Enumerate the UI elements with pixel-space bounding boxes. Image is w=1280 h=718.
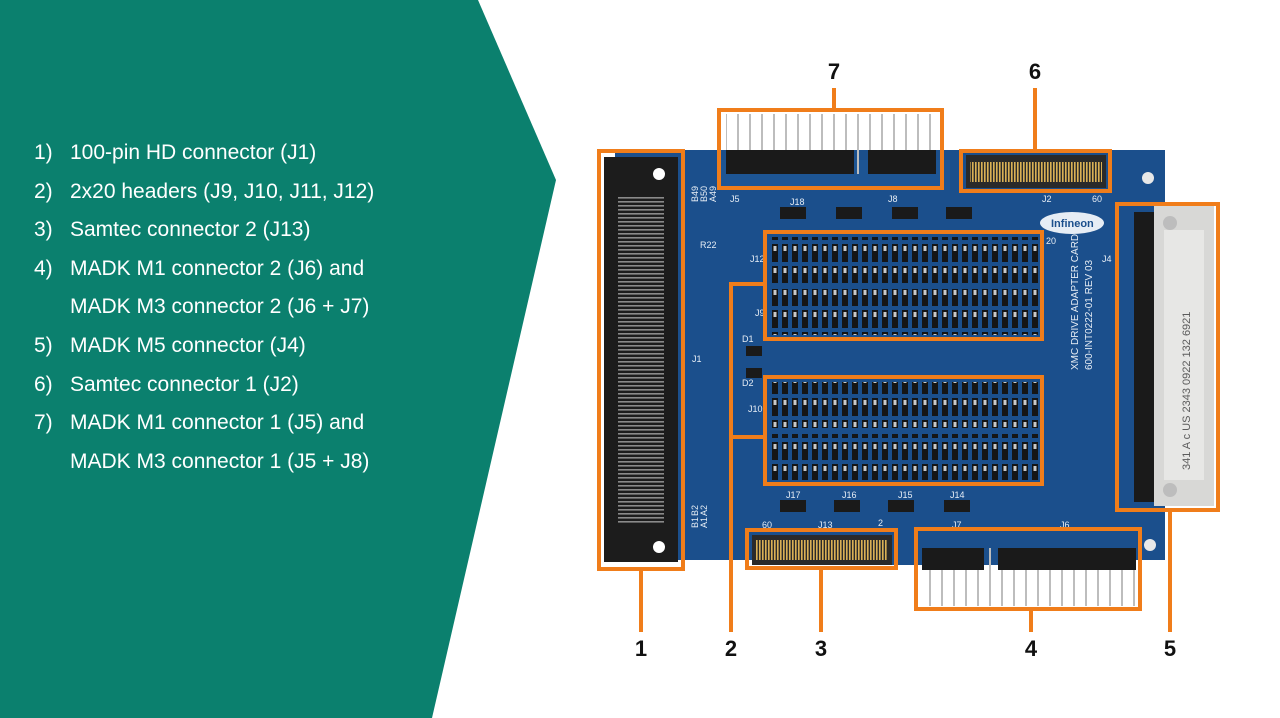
label-j1: J1 — [692, 354, 702, 364]
legend-item-5: 5) MADK M5 connector (J4) — [34, 327, 454, 366]
legend-item-7: 7) MADK M1 connector 1 (J5) and MADK M3 … — [34, 404, 454, 481]
legend-number: 4) — [34, 256, 53, 280]
silkscreen: J1 J2 J4 J5 J6 J7 J8 J9 J10 J12 J13 J14 … — [690, 186, 1112, 530]
callout-box-4 — [914, 527, 1142, 611]
label-pin-20: 20 — [1046, 236, 1056, 246]
callout-leaders — [639, 88, 1172, 632]
legend-text-continued: MADK M3 connector 2 (J6 + J7) — [70, 295, 370, 319]
legend-text: MADK M1 connector 1 (J5) and — [70, 411, 365, 435]
label-a49: A49 — [708, 186, 718, 202]
brand-name: Infineon — [1051, 218, 1094, 230]
header-block-top — [770, 237, 1040, 335]
label-j15: J15 — [898, 490, 913, 500]
label-j10: J10 — [748, 404, 763, 414]
label-b49: B49 — [690, 186, 700, 202]
label-j14: J14 — [950, 490, 965, 500]
j5-j8-pin-headers — [726, 114, 938, 174]
j1-connector — [604, 157, 678, 562]
legend-panel — [0, 0, 556, 718]
legend-item-3: 3) Samtec connector 2 (J13) — [34, 211, 454, 250]
legend-text-continued: MADK M3 connector 1 (J5 + J8) — [70, 449, 370, 473]
label-pin-60-top: 60 — [1092, 194, 1102, 204]
callout-number-1: 1 — [634, 636, 648, 661]
label-j9: J9 — [755, 308, 765, 318]
header-block-bottom — [770, 382, 1040, 480]
callout-number-4: 4 — [1024, 636, 1038, 661]
callout-number-3: 3 — [814, 636, 828, 661]
label-d1: D1 — [742, 334, 754, 344]
legend-list: 1) 100-pin HD connector (J1) 2) 2x20 hea… — [34, 134, 454, 481]
label-j6: J6 — [1060, 520, 1070, 530]
callout-box-7 — [717, 108, 944, 190]
legend-number: 3) — [34, 218, 53, 242]
label-d2: D2 — [742, 378, 754, 388]
callout-box-2-bottom — [763, 375, 1044, 486]
label-j16: J16 — [842, 490, 857, 500]
j4-connector-text: 341 A c US 2343 0922 132 6921 — [1181, 312, 1193, 470]
label-j18: J18 — [790, 197, 805, 207]
callout-number-2: 2 — [724, 636, 738, 661]
label-j12: J12 — [750, 254, 765, 264]
legend-text: MADK M1 connector 2 (J6) and — [70, 256, 365, 280]
label-j5: J5 — [730, 194, 740, 204]
label-pin-2: 2 — [878, 518, 883, 528]
label-j17: J17 — [786, 490, 801, 500]
label-a1: A1 — [699, 517, 709, 528]
legend-number: 7) — [34, 411, 53, 435]
legend-text: Samtec connector 2 (J13) — [70, 218, 311, 242]
j13-samtec-connector — [752, 535, 892, 565]
infineon-logo: Infineon — [1040, 212, 1104, 234]
label-b50: B50 — [699, 186, 709, 202]
legend-text: MADK M5 connector (J4) — [70, 333, 306, 357]
label-j4: J4 — [1102, 254, 1112, 264]
label-j13: J13 — [818, 520, 833, 530]
label-b1: B1 — [690, 517, 700, 528]
board-title: XMC DRIVE ADAPTER CARD — [1070, 234, 1081, 370]
label-j8: J8 — [888, 194, 898, 204]
legend-item-2: 2) 2x20 headers (J9, J10, J11, J12) — [34, 173, 454, 212]
callout-number-7: 7 — [827, 59, 841, 84]
legend-text: Samtec connector 1 (J2) — [70, 372, 299, 396]
label-b2: B2 — [690, 505, 700, 516]
label-r22: R22 — [700, 240, 717, 250]
j6-j7-pin-headers — [920, 548, 1136, 606]
legend-text: 2x20 headers (J9, J10, J11, J12) — [70, 179, 375, 203]
legend-number: 6) — [34, 372, 53, 396]
j2-samtec-connector — [966, 155, 1106, 188]
label-j2: J2 — [1042, 194, 1052, 204]
jumpers — [746, 207, 972, 512]
board-part-number: 600-INT0222-01 REV 03 — [1084, 259, 1095, 370]
callout-box-5 — [1115, 202, 1220, 512]
label-j7: J7 — [952, 520, 962, 530]
legend-number: 2) — [34, 179, 53, 203]
j4-connector: 341 A c US 2343 0922 132 6921 — [1134, 206, 1214, 506]
legend-item-1: 1) 100-pin HD connector (J1) — [34, 134, 454, 173]
legend-number: 5) — [34, 333, 53, 357]
callout-number-6: 6 — [1028, 59, 1042, 84]
legend-number: 1) — [34, 141, 53, 164]
legend-text: 100-pin HD connector (J1) — [70, 141, 317, 164]
legend-item-4: 4) MADK M1 connector 2 (J6) and MADK M3 … — [34, 250, 454, 327]
callout-number-5: 5 — [1163, 636, 1177, 661]
label-a2: A2 — [699, 505, 709, 516]
legend-item-6: 6) Samtec connector 1 (J2) — [34, 366, 454, 405]
label-pin-60-bottom: 60 — [762, 520, 772, 530]
